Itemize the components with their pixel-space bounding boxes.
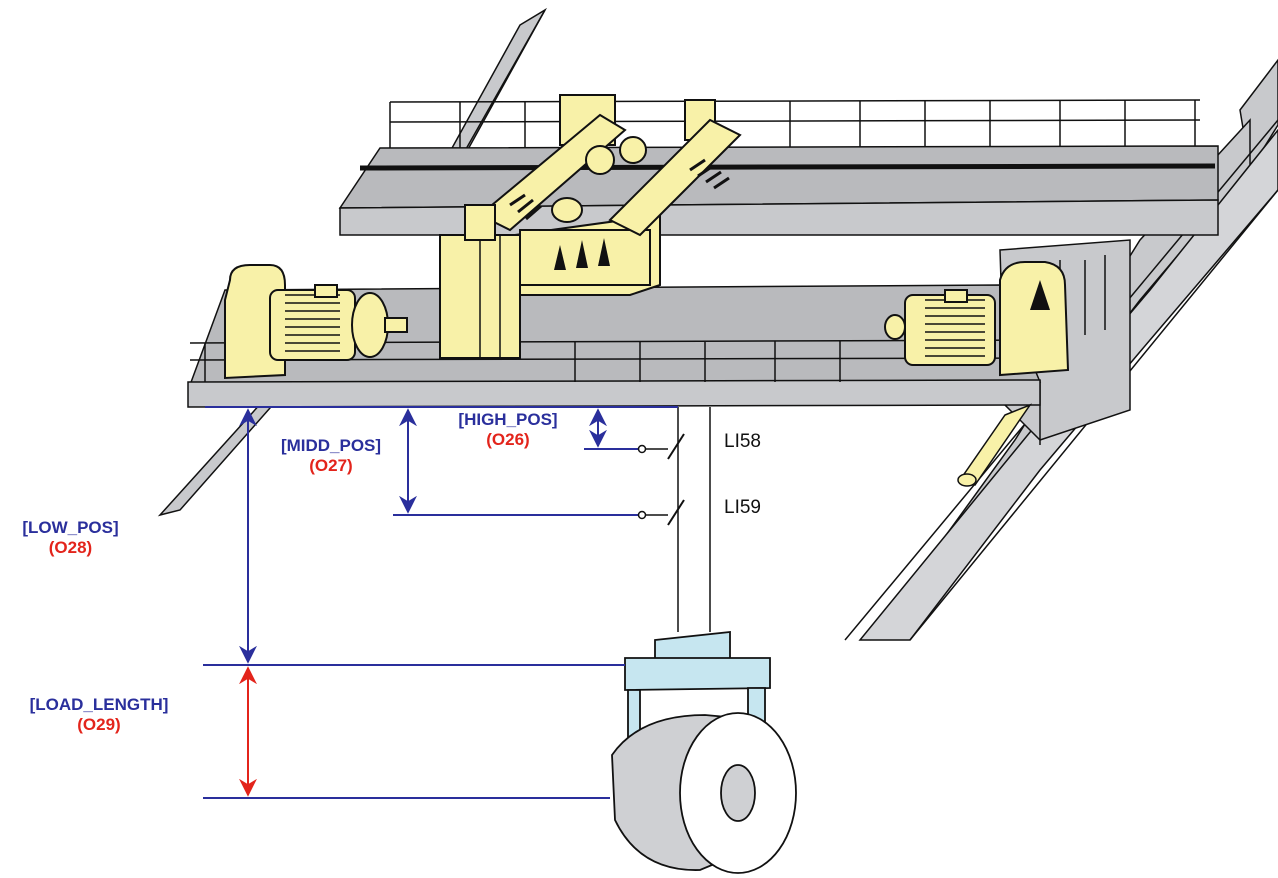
left-bridge-motor [224, 264, 408, 380]
limit-switch-li59 [393, 499, 685, 526]
midd-pos-name: [MIDD_POS] [280, 436, 382, 455]
switch-li59-label: LI59 [724, 497, 761, 518]
load-length-name: [LOAD_LENGTH] [29, 695, 169, 714]
high-pos-code: (O26) [486, 430, 530, 449]
limit-switch-li58 [584, 433, 685, 460]
right-bridge-motor [884, 261, 1070, 377]
midd-pos-code: (O27) [309, 456, 353, 475]
hoist-rope [677, 407, 711, 632]
high-pos-label: [HIGH_POS] (O26) [442, 410, 574, 450]
high-pos-name: [HIGH_POS] [458, 410, 558, 429]
switch-li58-label: LI58 [724, 431, 761, 452]
low-pos-label: [LOW_POS] (O28) [8, 518, 133, 558]
dimension-lines [203, 406, 678, 799]
midd-pos-label: [MIDD_POS] (O27) [262, 436, 400, 476]
low-pos-code: (O28) [48, 538, 93, 557]
hoist-trolley [439, 94, 742, 359]
front-girder [187, 255, 1106, 487]
steel-coil [611, 712, 797, 874]
low-pos-name: [LOW_POS] [22, 518, 119, 537]
load-length-code: (O29) [77, 715, 121, 734]
load-length-label: [LOAD_LENGTH] (O29) [4, 695, 194, 735]
